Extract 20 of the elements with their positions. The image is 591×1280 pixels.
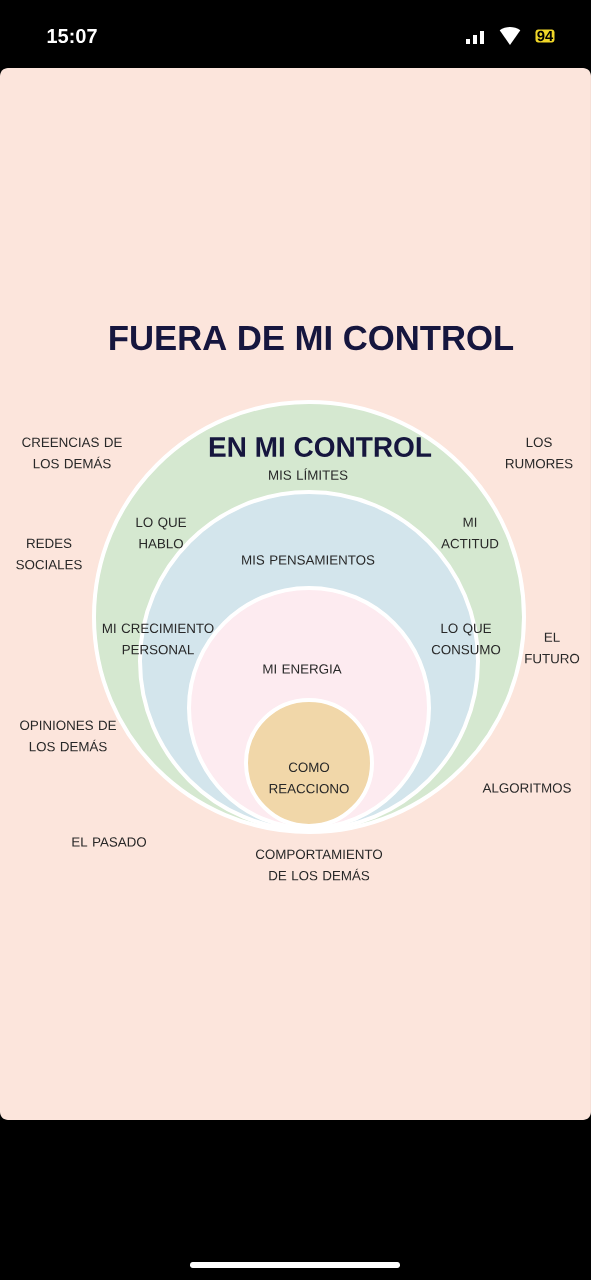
- region-label: MIS PENSAMIENTOS: [242, 555, 375, 565]
- region-label: OPINIONES DE LOS DEMÁS: [20, 720, 116, 752]
- clock-text: 15:07: [47, 28, 97, 44]
- region-label: ALGORITMOS: [482, 783, 571, 793]
- region-label: MI CRECIMIENTO PERSONAL: [102, 623, 214, 655]
- heading: EN MI CONTROL: [209, 437, 432, 457]
- region-label: EL PASADO: [72, 837, 147, 847]
- region-label: LO QUE HABLO: [136, 517, 186, 549]
- region-label: MI ACTITUD: [441, 517, 499, 549]
- region-label: COMPORTAMIENTO DE LOS DEMÁS: [255, 849, 383, 881]
- title: FUERA DE MI CONTROL: [110, 325, 514, 351]
- region-circle: [244, 698, 374, 828]
- region-label: MIS LÍMITES: [269, 468, 348, 480]
- region-label: LOS RUMORES: [506, 437, 573, 469]
- region-label: LO QUE CONSUMO: [431, 623, 501, 655]
- region-label: CREENCIAS DE LOS DEMÁS: [22, 437, 122, 469]
- region-label: EL FUTURO: [525, 632, 580, 664]
- region-label: REDES SOCIALES: [16, 538, 82, 570]
- region-label: MI ENERGIA: [263, 664, 342, 674]
- region-label: COMO REACCIONO: [269, 762, 349, 794]
